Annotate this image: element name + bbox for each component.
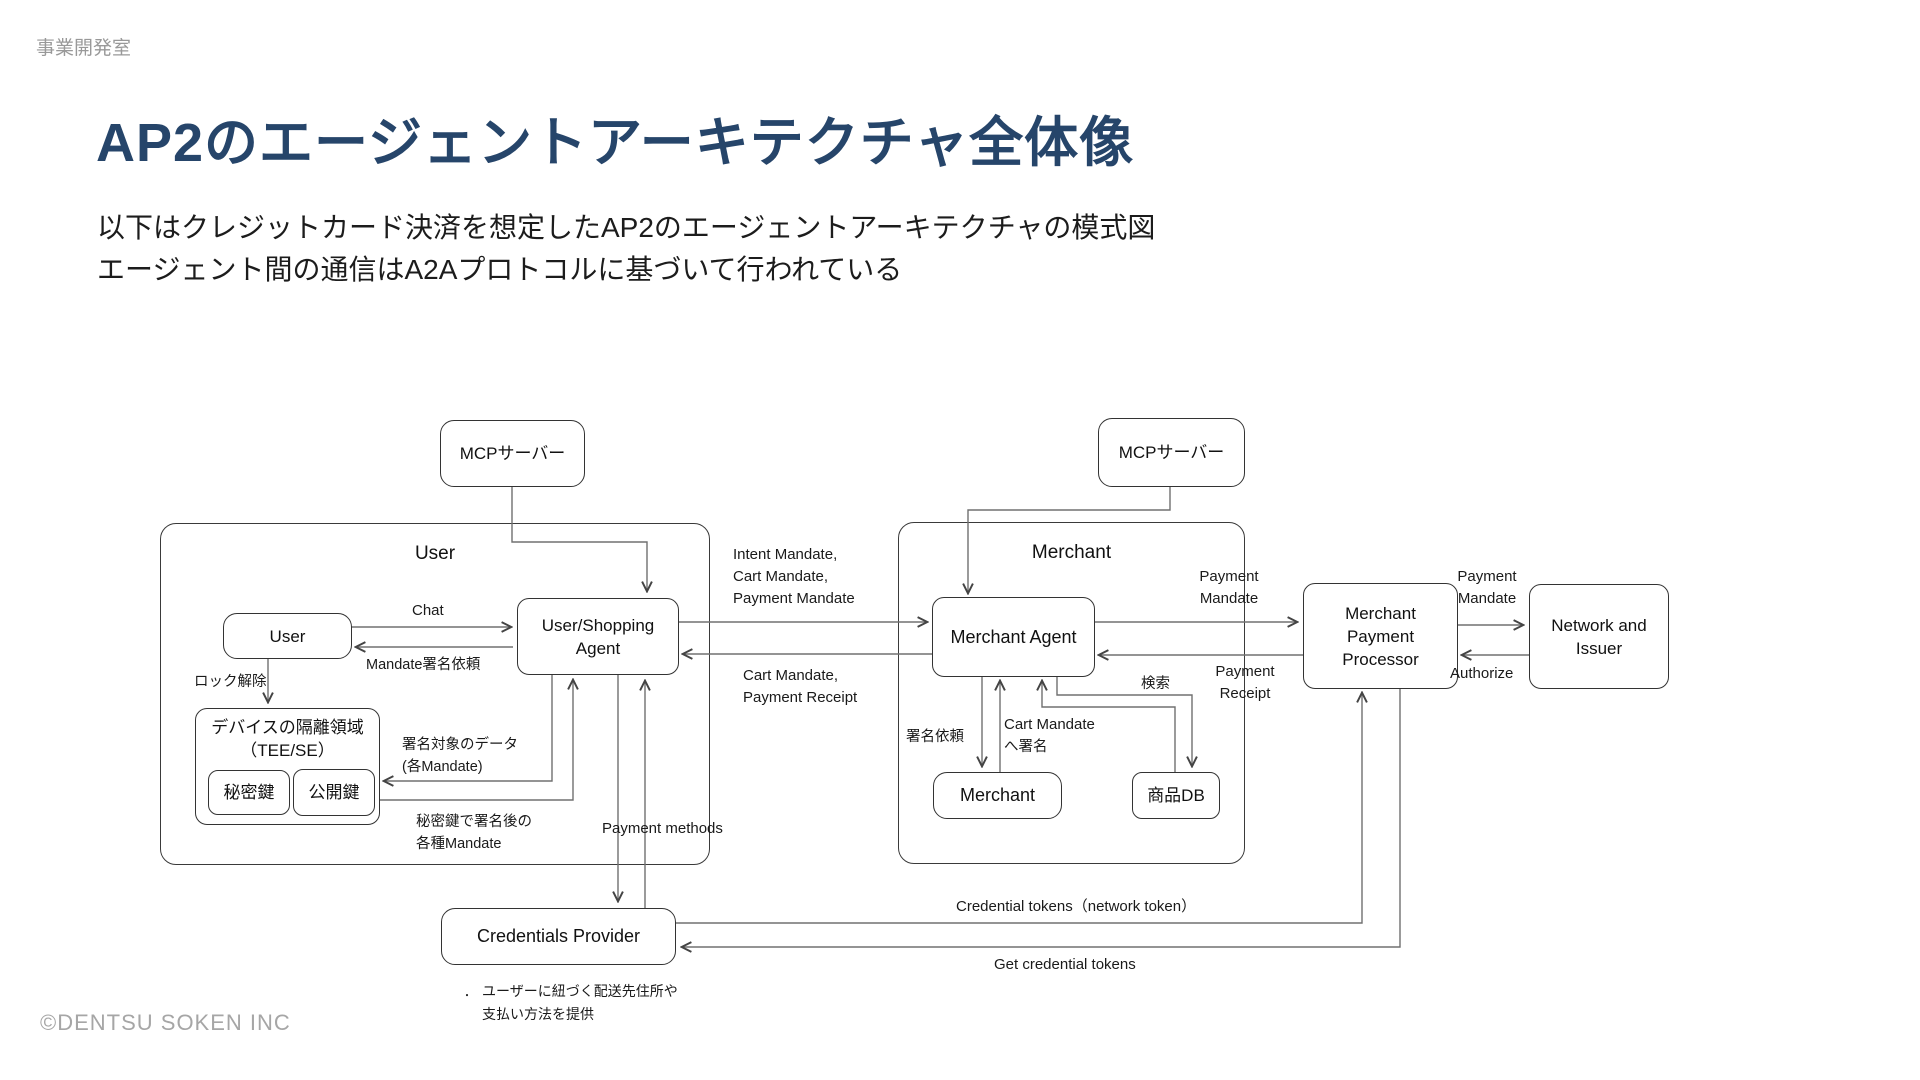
merchant-agent-label: Merchant Agent: [950, 626, 1077, 647]
label-to-merchant-3: Payment Mandate: [733, 590, 855, 607]
label-payment-mandate-left-2: Mandate: [1199, 590, 1259, 607]
label-search: 検索: [1141, 676, 1170, 692]
mcp-server-right-label: MCPサーバー: [1118, 443, 1225, 462]
label-get-credential-tokens: Get credential tokens: [994, 956, 1136, 973]
user-shopping-agent-label-2: Agent: [575, 638, 621, 658]
copyright-label: ©DENTSU SOKEN INC: [40, 1010, 291, 1035]
label-signed-mandates-2: 各種Mandate: [416, 836, 502, 852]
label-payment-mandate-left-1: Payment: [1199, 568, 1259, 585]
public-key-box: 公開鍵: [293, 769, 375, 816]
user-box-label: User: [269, 626, 306, 646]
private-key-box: 秘密鍵: [208, 770, 290, 815]
label-from-merchant-2: Payment Receipt: [743, 689, 858, 706]
label-mandate-sign-request: Mandate署名依頼: [366, 657, 481, 673]
label-unlock: ロック解除: [194, 674, 267, 690]
page-title: AP2のエージェントアーキテクチャ全体像: [96, 113, 1135, 173]
label-to-merchant-2: Cart Mandate,: [733, 568, 829, 585]
label-sign-target-1: 署名対象のデータ: [402, 737, 518, 753]
subtitle-line-2: エージェント間の通信はA2Aプロトコルに基づいて行われている: [97, 254, 903, 285]
mpp-label-2: Payment: [1346, 626, 1415, 646]
mpp-label-3: Processor: [1342, 649, 1419, 669]
subtitle-line-1: 以下はクレジットカード決済を想定したAP2のエージェントアーキテクチャの模式図: [97, 212, 1156, 243]
network-issuer-label-2: Issuer: [1575, 638, 1623, 658]
credentials-provider-note: ・ ユーザーに紐づく配送先住所や 支払い方法を提供: [462, 980, 678, 1026]
user-box: User: [223, 613, 352, 659]
label-payment-mandate-right-1: Payment: [1457, 568, 1517, 585]
label-payment-receipt-1: Payment: [1215, 663, 1275, 680]
label-chat: Chat: [412, 602, 444, 619]
label-authorize: Authorize: [1450, 665, 1514, 682]
page-subtitle: 以下はクレジットカード決済を想定したAP2のエージェントアーキテクチャの模式図 …: [97, 207, 1155, 291]
mcp-server-left-box: MCPサーバー: [440, 420, 585, 487]
network-and-issuer-box: Network and Issuer: [1529, 584, 1669, 689]
public-key-label: 公開鍵: [308, 783, 360, 802]
note-bullet: ・: [462, 991, 472, 1002]
label-from-merchant-1: Cart Mandate,: [743, 667, 839, 684]
tee-label-1: デバイスの隔離領域: [211, 718, 364, 737]
user-shopping-agent-label-1: User/Shopping: [541, 615, 655, 635]
credentials-provider-box: Credentials Provider: [441, 908, 676, 965]
label-payment-methods: Payment methods: [602, 820, 723, 837]
mcp-server-right-box: MCPサーバー: [1098, 418, 1245, 487]
label-cart-sign-1: Cart Mandate: [1004, 716, 1095, 733]
label-payment-receipt-2: Receipt: [1219, 685, 1271, 702]
merchant-agent-box: Merchant Agent: [932, 597, 1095, 677]
private-key-label: 秘密鍵: [223, 783, 275, 802]
label-sign-request: 署名依頼: [906, 729, 964, 745]
network-issuer-label-1: Network and: [1551, 615, 1647, 635]
note-line-2: 支払い方法を提供: [482, 1006, 594, 1022]
credentials-provider-label: Credentials Provider: [476, 926, 641, 946]
merchant-payment-processor-box: Merchant Payment Processor: [1303, 583, 1458, 689]
user-container-label: User: [414, 543, 456, 564]
tee-label-2: （TEE/SE）: [240, 741, 335, 760]
label-sign-target-2: (各Mandate): [402, 759, 483, 775]
mpp-label-1: Merchant: [1345, 603, 1416, 623]
label-to-merchant-1: Intent Mandate,: [733, 546, 838, 563]
mcp-server-left-label: MCPサーバー: [459, 444, 566, 463]
department-label: 事業開発室: [36, 38, 132, 59]
user-shopping-agent-box: User/Shopping Agent: [517, 598, 679, 675]
label-signed-mandates-1: 秘密鍵で署名後の: [416, 814, 532, 830]
label-payment-mandate-right-2: Mandate: [1457, 590, 1517, 607]
label-credential-tokens: Credential tokens（network token）: [956, 898, 1197, 915]
note-line-1: ユーザーに紐づく配送先住所や: [482, 983, 678, 999]
label-cart-sign-2: へ署名: [1004, 739, 1048, 755]
